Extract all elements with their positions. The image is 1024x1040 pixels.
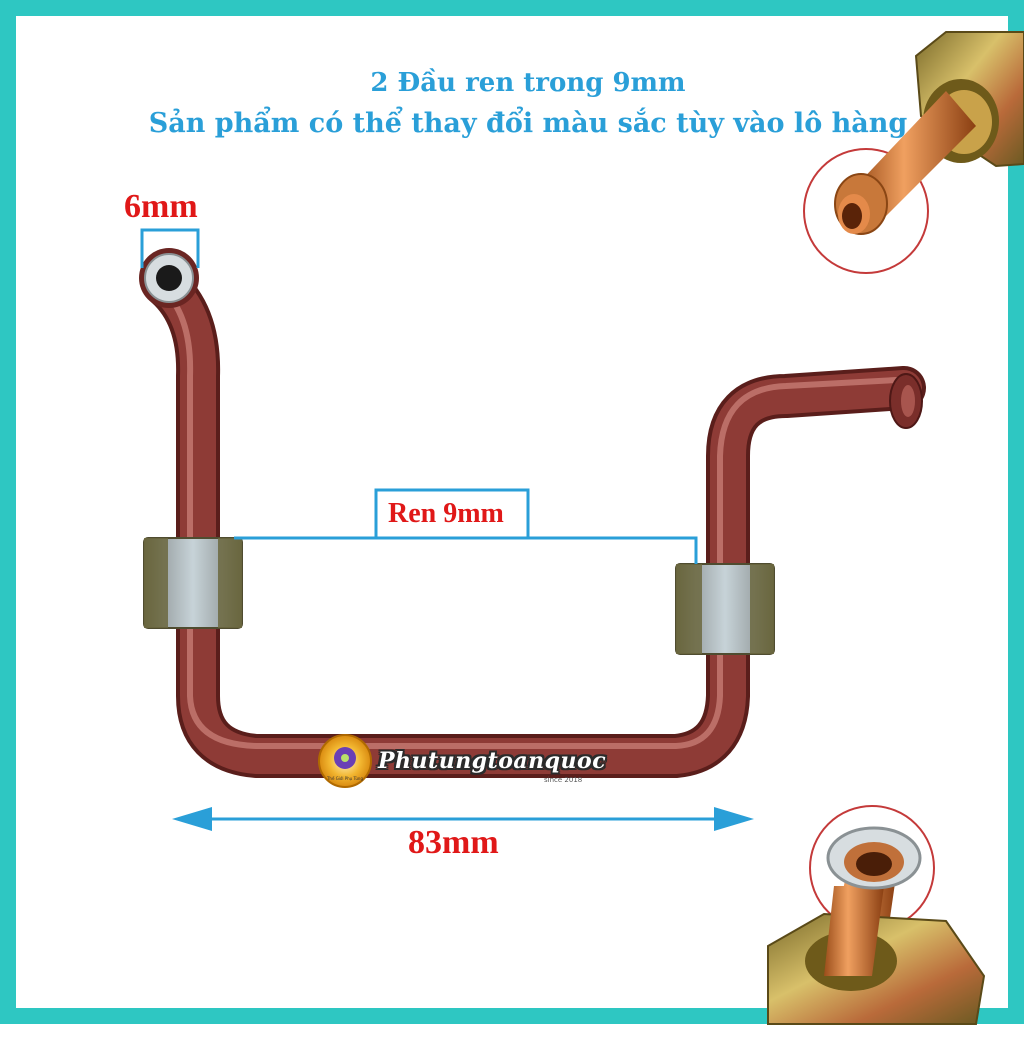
header-line-2: Sản phẩm có thể thay đổi màu sắc tùy vào…: [148, 108, 908, 139]
diameter-bracket: [140, 228, 200, 268]
width-label: 83mm: [408, 824, 499, 861]
brand-logo-icon: [318, 734, 372, 788]
width-arrow: [172, 807, 754, 831]
thread-label: Ren 9mm: [388, 498, 504, 529]
header-line-1: 2 Đầu ren trong 9mm: [370, 68, 686, 98]
inset-bottom-right: [767, 805, 986, 1025]
pipe: [139, 248, 926, 778]
left-hex-nut: [143, 537, 243, 629]
diameter-label: 6mm: [124, 188, 198, 225]
logo-caption: Thế Giới Phụ Tùng: [326, 776, 363, 781]
brand-watermark: Phutungtoanquoc: [378, 748, 607, 774]
product-illustration: [139, 31, 1024, 1025]
brand-sub-text: since 2018: [544, 776, 583, 784]
thread-bracket: [234, 488, 698, 564]
inset-top-right: [803, 31, 1024, 274]
right-hex-nut: [675, 563, 775, 655]
